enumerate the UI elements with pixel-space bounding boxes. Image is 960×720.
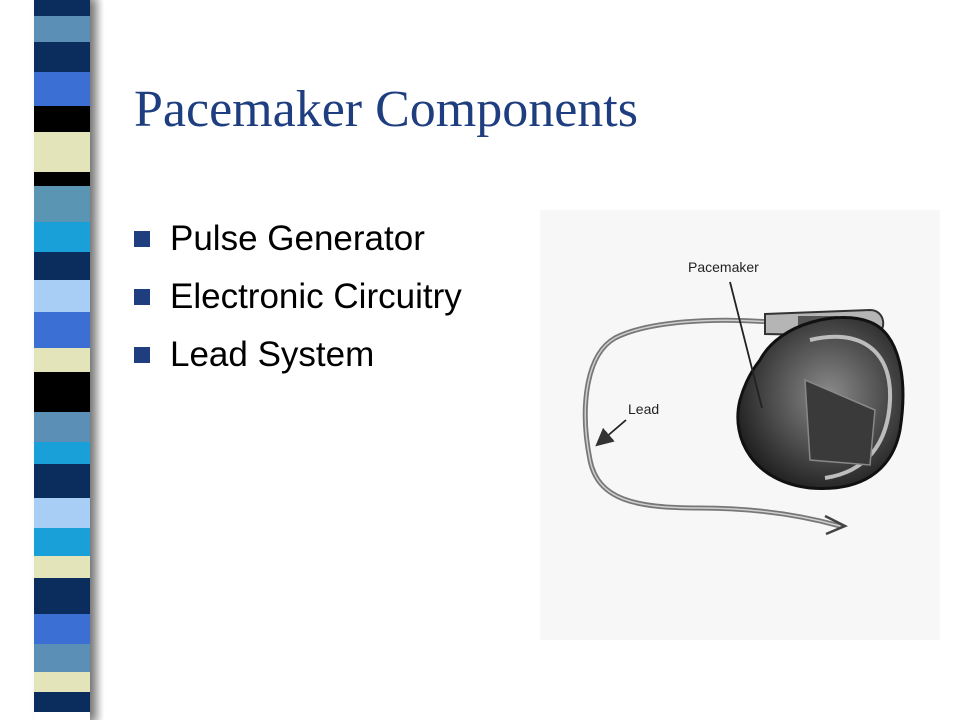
stripe-block (34, 464, 90, 498)
pacemaker-label: Pacemaker (688, 259, 759, 275)
stripe-block (34, 578, 90, 614)
bullet-text: Electronic Circuitry (170, 277, 462, 316)
stripe-block (34, 0, 90, 16)
square-bullet-icon (134, 347, 150, 363)
stripe-block (34, 222, 90, 252)
stripe-block (34, 280, 90, 312)
bullet-item: Electronic Circuitry (134, 276, 504, 318)
stripe-bar-shadow (90, 0, 104, 720)
lead-label: Lead (628, 401, 659, 417)
lead-pointer-arrow-icon (595, 419, 627, 447)
stripe-block (34, 644, 90, 672)
bullet-item: Pulse Generator (134, 218, 504, 260)
slide-title: Pacemaker Components (134, 81, 638, 138)
stripe-block (34, 16, 90, 42)
stripe-block (34, 672, 90, 692)
lead-tip-arrow-icon (824, 514, 848, 536)
bullet-item: Lead System (134, 334, 504, 376)
stripe-block (34, 556, 90, 578)
stripe-block (34, 498, 90, 528)
stripe-block (34, 372, 90, 412)
stripe-block (34, 252, 90, 280)
stripe-block (34, 42, 90, 72)
square-bullet-icon (134, 289, 150, 305)
stripe-block (34, 614, 90, 644)
stripe-block (34, 72, 90, 106)
pacemaker-body-rim (809, 334, 893, 480)
bullet-text: Lead System (170, 335, 375, 374)
stripe-block (34, 692, 90, 712)
stripe-block (34, 106, 90, 132)
stripe-block (34, 442, 90, 464)
pacemaker-inner-panel (804, 378, 876, 466)
stripe-block (34, 348, 90, 372)
pacemaker-illustration: Pacemaker Lead (540, 210, 940, 640)
square-bullet-icon (134, 231, 150, 247)
stripe-block (34, 132, 90, 172)
lead-wire-highlight (584, 319, 841, 527)
pacemaker-diagram: Pacemaker Lead (582, 259, 905, 536)
bullet-text: Pulse Generator (170, 219, 425, 258)
stripe-block (34, 186, 90, 222)
bullet-list: Pulse Generator Electronic Circuitry Lea… (134, 218, 504, 392)
stripe-block (34, 172, 90, 186)
decorative-stripe-bar (34, 0, 90, 720)
stripe-block (34, 528, 90, 556)
stripe-block (34, 312, 90, 348)
pacemaker-pointer-line (729, 281, 763, 409)
stripe-block (34, 412, 90, 442)
